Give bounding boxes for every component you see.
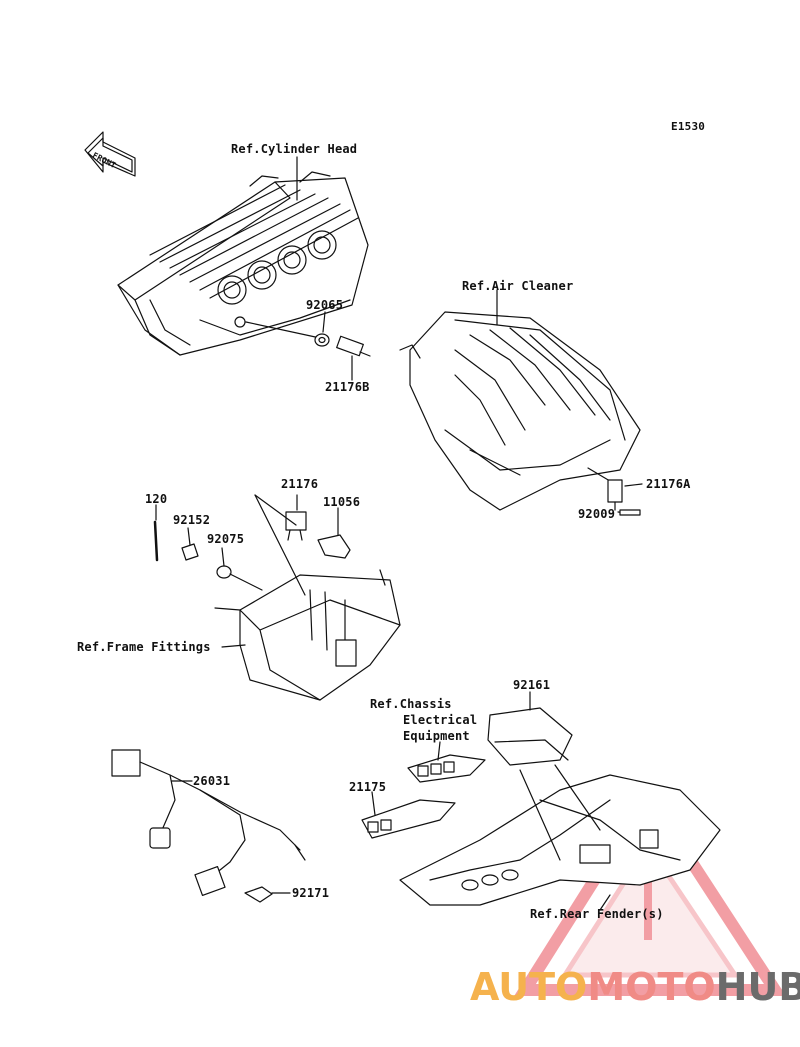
ref-chassis-line3: Equipment xyxy=(403,729,470,743)
connector-group-chassis xyxy=(407,754,486,783)
watermark-auto: AUTO xyxy=(470,965,588,1009)
bracket-92161-drawing xyxy=(487,707,573,766)
harness-26031-drawing xyxy=(111,749,306,897)
part-21175: 21175 xyxy=(349,780,387,794)
watermark-moto: MOTO xyxy=(587,965,716,1009)
part-120: 120 xyxy=(145,492,168,506)
part-92075: 92075 xyxy=(207,532,245,546)
part-21176: 21176 xyxy=(281,477,319,491)
sensor-21176 xyxy=(285,511,307,541)
ref-frame-fittings: Ref.Frame Fittings xyxy=(77,640,211,654)
part-21176b: 21176B xyxy=(325,380,370,394)
ref-rear-fender: Ref.Rear Fender(s) xyxy=(530,907,664,921)
rear-fender-drawing xyxy=(399,774,721,906)
ref-chassis-line2: Electrical xyxy=(403,713,478,727)
part-21176a: 21176A xyxy=(646,477,691,491)
air-cleaner-drawing xyxy=(399,289,641,511)
connector-21175 xyxy=(361,799,456,839)
sensor-21176a xyxy=(607,479,623,511)
part-92171: 92171 xyxy=(292,886,330,900)
part-11056: 11056 xyxy=(323,495,361,509)
watermark-logo: AUTOMOTOHUB xyxy=(470,965,800,1009)
part-92009: 92009 xyxy=(578,507,616,521)
cylinder-head-drawing xyxy=(117,156,369,356)
front-arrow-icon xyxy=(84,131,136,177)
frame-bracket-drawing xyxy=(214,569,401,701)
ref-cylinder-head: Ref.Cylinder Head xyxy=(231,142,358,156)
part-26031: 26031 xyxy=(193,774,231,788)
watermark-hub: HUB xyxy=(715,965,800,1009)
sensor-21176b xyxy=(336,335,371,381)
part-92161: 92161 xyxy=(513,678,551,692)
part-92065: 92065 xyxy=(306,298,344,312)
part-92152: 92152 xyxy=(173,513,211,527)
diagram-code: E1530 xyxy=(671,120,706,133)
ref-air-cleaner: Ref.Air Cleaner xyxy=(462,279,574,293)
ref-chassis-line1: Ref.Chassis xyxy=(370,697,452,711)
